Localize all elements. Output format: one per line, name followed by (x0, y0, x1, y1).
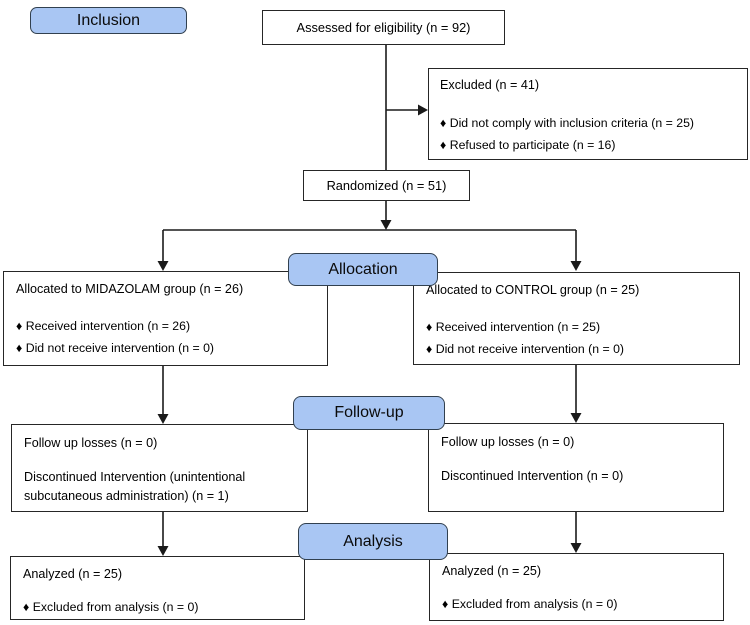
followup-losses-text: Follow up losses (n = 0) (24, 436, 158, 450)
arrowhead-left-followup (157, 414, 169, 424)
stage-label-analysis: Analysis (298, 523, 448, 560)
allocation-control-bullets: ♦ Received intervention (n = 25) ♦ Did n… (426, 316, 727, 360)
analysis-midazolam-box: Analyzed (n = 25) ♦ Excluded from analys… (10, 556, 305, 620)
allocation-control-title: Allocated to CONTROL group (n = 25) (426, 283, 640, 297)
stage-label-analysis-text: Analysis (343, 532, 403, 550)
randomized-text: Randomized (n = 51) (326, 178, 447, 193)
bullet-item: ♦ Received intervention (n = 25) (426, 320, 601, 334)
bullet-item: ♦ Refused to participate (n = 16) (440, 138, 616, 152)
bullet-item: ♦ Received intervention (n = 26) (16, 319, 191, 333)
excluded-bullets: ♦ Did not comply with inclusion criteria… (440, 112, 736, 156)
allocation-midazolam-box: Allocated to MIDAZOLAM group (n = 26) ♦ … (3, 271, 328, 366)
stage-label-allocation-text: Allocation (328, 260, 398, 278)
stage-label-allocation: Allocation (288, 253, 438, 286)
allocation-midazolam-bullets: ♦ Received intervention (n = 26) ♦ Did n… (16, 315, 315, 359)
randomized-box: Randomized (n = 51) (303, 170, 470, 201)
arrowhead-right-followup (570, 413, 582, 423)
arrowhead-right-alloc (570, 261, 582, 271)
excluded-box: Excluded (n = 41) ♦ Did not comply with … (428, 68, 748, 160)
stage-label-followup: Follow-up (293, 396, 445, 430)
excluded-title: Excluded (n = 41) (440, 78, 540, 92)
followup-control-box: Follow up losses (n = 0) Discontinued In… (428, 423, 724, 512)
arrowhead-randomized-down (380, 220, 392, 230)
bullet-item: ♦ Did not receive intervention (n = 0) (426, 342, 624, 356)
assessed-eligibility-box: Assessed for eligibility (n = 92) (262, 10, 505, 45)
allocation-midazolam-title: Allocated to MIDAZOLAM group (n = 26) (16, 282, 244, 296)
stage-label-inclusion: Inclusion (30, 7, 187, 34)
bullet-item: ♦ Did not comply with inclusion criteria… (440, 116, 695, 130)
arrowhead-excluded (418, 104, 428, 116)
bullet-item: ♦ Excluded from analysis (n = 0) (442, 597, 618, 611)
followup-midazolam-box: Follow up losses (n = 0) Discontinued In… (11, 424, 308, 512)
arrowhead-left-alloc (157, 261, 169, 271)
analysis-midazolam-bullets: ♦ Excluded from analysis (n = 0) (23, 596, 292, 618)
allocation-control-box: Allocated to CONTROL group (n = 25) ♦ Re… (413, 272, 740, 365)
analyzed-title: Analyzed (n = 25) (23, 567, 123, 581)
arrowhead-left-analysis (157, 546, 169, 556)
assessed-eligibility-text: Assessed for eligibility (n = 92) (296, 20, 471, 35)
stage-label-followup-text: Follow-up (334, 404, 404, 421)
stage-label-inclusion-text: Inclusion (76, 11, 141, 29)
followup-losses-text: Follow up losses (n = 0) (441, 435, 575, 449)
analysis-control-bullets: ♦ Excluded from analysis (n = 0) (442, 593, 711, 615)
analyzed-title: Analyzed (n = 25) (442, 564, 542, 578)
bullet-item: ♦ Excluded from analysis (n = 0) (23, 600, 199, 614)
analysis-control-box: Analyzed (n = 25) ♦ Excluded from analys… (429, 553, 724, 621)
discontinued-intervention-text: Discontinued Intervention (n = 0) (441, 469, 624, 483)
discontinued-intervention-text: Discontinued Intervention (unintentional… (24, 470, 246, 503)
arrowhead-right-analysis (570, 543, 582, 553)
bullet-item: ♦ Did not receive intervention (n = 0) (16, 341, 214, 355)
